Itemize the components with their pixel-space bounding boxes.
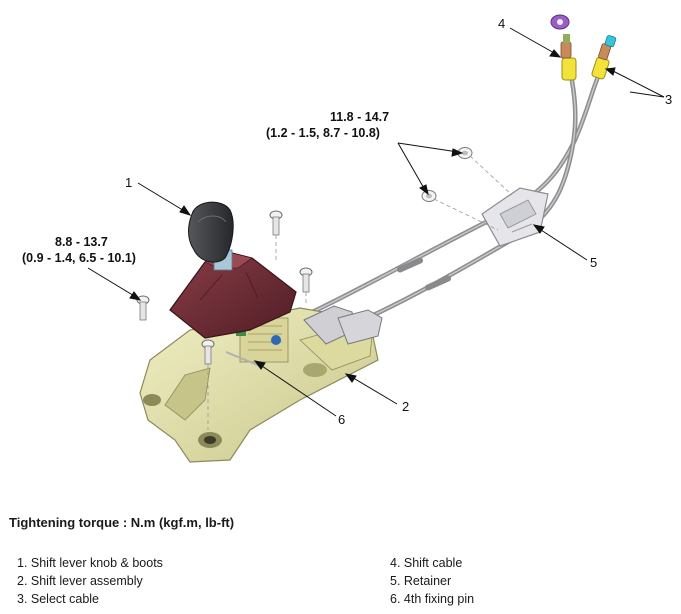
shift-lever-boot: [169, 251, 297, 339]
legend-right: 4. Shift cable 5. Retainer 6. 4th fixing…: [390, 554, 474, 608]
callout-4: 4: [498, 16, 505, 31]
legend-item: 5. Retainer: [390, 574, 452, 588]
boot-bolt-right: [299, 267, 313, 293]
callout-5: 5: [590, 255, 597, 270]
legend-item: 1. Shift lever knob & boots: [17, 556, 163, 570]
boot-bolt-top: [269, 210, 283, 236]
leader-lines: [87, 27, 665, 417]
legend-item: 4. Shift cable: [390, 556, 463, 570]
base-bolt-front: [201, 339, 215, 365]
legend-item: 6. 4th fixing pin: [390, 592, 475, 606]
retainer: [481, 187, 549, 247]
select-cable-end: [591, 35, 617, 80]
base-bolt-left: [136, 295, 150, 321]
shift-cable-end: [550, 14, 577, 81]
shift-knob: [188, 201, 234, 271]
torque-lever-units: (0.9 - 1.4, 6.5 - 10.1): [22, 251, 136, 265]
shift-lever-base: [139, 305, 383, 463]
select-cable: [299, 71, 603, 321]
torque-caption: Tightening torque : N.m (kgf.m, lb-ft): [9, 515, 235, 530]
callout-6: 6: [338, 412, 345, 427]
torque-retainer-value: 11.8 - 14.7: [330, 110, 389, 124]
callout-1: 1: [125, 175, 132, 190]
torque-lever-value: 8.8 - 13.7: [55, 235, 108, 249]
callout-3: 3: [665, 92, 672, 107]
callout-2: 2: [402, 399, 409, 414]
retainer-nut-lower: [421, 190, 437, 202]
legend-left: 1. Shift lever knob & boots 2. Shift lev…: [17, 554, 163, 608]
legend-item: 2. Shift lever assembly: [17, 574, 143, 588]
shift-lever-diagram: 1 2 3 4 5 6 11.8 - 14.7 (1.2 - 1.5, 8.7 …: [22, 14, 672, 463]
legend-item: 3. Select cable: [17, 592, 99, 606]
torque-retainer-units: (1.2 - 1.5, 8.7 - 10.8): [266, 126, 380, 140]
